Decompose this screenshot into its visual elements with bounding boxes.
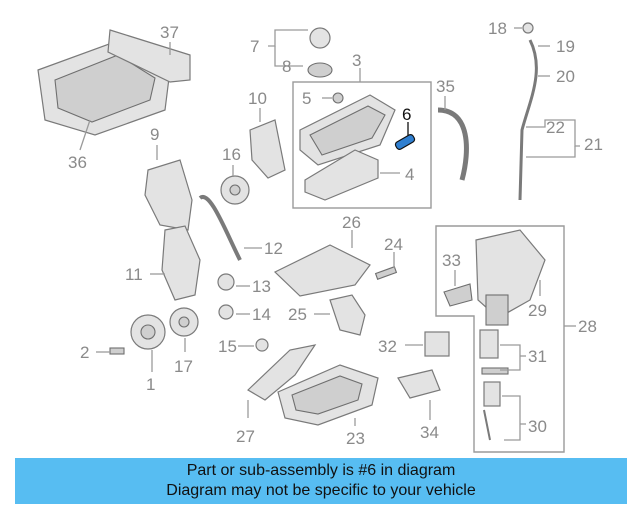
callout-4[interactable]: 4 — [405, 165, 414, 184]
callout-31[interactable]: 31 — [528, 347, 547, 366]
callout-28[interactable]: 28 — [578, 317, 597, 336]
callout-10[interactable]: 10 — [248, 89, 267, 108]
callout-24[interactable]: 24 — [384, 235, 403, 254]
callout-34[interactable]: 34 — [420, 423, 439, 442]
part-26-baffle[interactable] — [273, 230, 371, 297]
callout-27[interactable]: 27 — [236, 427, 255, 446]
part-11-lower-cover[interactable] — [150, 225, 201, 301]
callout-14[interactable]: 14 — [252, 305, 271, 324]
part-29-filter-housing[interactable] — [475, 229, 546, 326]
part-16-sprocket[interactable] — [220, 165, 250, 205]
part-32-sensor[interactable] — [405, 331, 450, 357]
part-2-bolt[interactable] — [96, 347, 125, 355]
part-9-timing-cover[interactable] — [144, 145, 193, 231]
engine-parts-diagram: 36 37 7 8 3 4 5 6 35 — [37, 19, 603, 453]
part-33-housing-gasket[interactable] — [443, 270, 473, 307]
callout-35[interactable]: 35 — [436, 77, 455, 96]
banner-line-2: Diagram may not be specific to your vehi… — [166, 482, 476, 499]
callout-1[interactable]: 1 — [146, 375, 155, 394]
parts-13-14-idlers[interactable] — [217, 273, 250, 320]
callout-30[interactable]: 30 — [528, 417, 547, 436]
oil-filter-group-box — [435, 225, 565, 453]
valve-cover-group-box — [292, 81, 432, 209]
callout-2[interactable]: 2 — [80, 343, 89, 362]
part-6-highlighted[interactable] — [394, 122, 416, 150]
part-15-plug[interactable] — [238, 338, 269, 352]
banner-line-1: Part or sub-assembly is #6 in diagram — [186, 462, 456, 479]
callout-21[interactable]: 21 — [584, 135, 603, 154]
part-10-cover-plate[interactable] — [249, 108, 286, 179]
callout-16[interactable]: 16 — [222, 145, 241, 164]
parts-7-8-caps[interactable] — [268, 27, 333, 78]
part-4-valve-cover-gasket[interactable] — [304, 149, 400, 201]
callout-23[interactable]: 23 — [346, 429, 365, 448]
part-23-oil-pan[interactable] — [277, 364, 379, 426]
callout-26[interactable]: 26 — [342, 213, 361, 232]
callout-36[interactable]: 36 — [68, 153, 87, 172]
part-12-timing-belt[interactable] — [198, 194, 262, 261]
part-37-manifold-gasket[interactable] — [107, 29, 191, 83]
callout-17[interactable]: 17 — [174, 357, 193, 376]
callout-3[interactable]: 3 — [352, 51, 361, 70]
callout-33[interactable]: 33 — [442, 251, 461, 270]
callout-7[interactable]: 7 — [250, 37, 259, 56]
parts-18-22-dipstick[interactable] — [514, 22, 580, 201]
part-30-drain-kit[interactable] — [483, 381, 526, 441]
callout-20[interactable]: 20 — [556, 67, 575, 86]
part-34-bracket[interactable] — [397, 369, 441, 420]
info-banner: Part or sub-assembly is #6 in diagram Di… — [15, 458, 627, 504]
callout-8[interactable]: 8 — [282, 57, 291, 76]
callout-12[interactable]: 12 — [264, 239, 283, 258]
callout-6[interactable]: 6 — [402, 105, 411, 124]
part-31-filter-element[interactable] — [479, 329, 526, 375]
part-17-sprocket[interactable] — [169, 307, 199, 352]
callout-19[interactable]: 19 — [556, 37, 575, 56]
callout-9[interactable]: 9 — [150, 125, 159, 144]
callout-5[interactable]: 5 — [302, 89, 311, 108]
callout-37[interactable]: 37 — [160, 23, 179, 42]
part-35-breather-hose[interactable] — [437, 96, 469, 181]
part-27-pan-gasket[interactable] — [247, 344, 317, 418]
callout-11[interactable]: 11 — [125, 265, 143, 284]
callout-32[interactable]: 32 — [378, 337, 397, 356]
callout-15[interactable]: 15 — [218, 337, 237, 356]
callout-18[interactable]: 18 — [488, 19, 507, 38]
callout-13[interactable]: 13 — [252, 277, 271, 296]
part-1-crank-pulley[interactable] — [130, 314, 166, 372]
part-24-tube[interactable] — [374, 252, 398, 280]
part-25-oil-pump[interactable] — [314, 294, 366, 336]
callout-29[interactable]: 29 — [528, 301, 547, 320]
callout-25[interactable]: 25 — [288, 305, 307, 324]
callout-22[interactable]: 22 — [546, 118, 565, 137]
part-3-valve-cover[interactable] — [299, 92, 396, 166]
